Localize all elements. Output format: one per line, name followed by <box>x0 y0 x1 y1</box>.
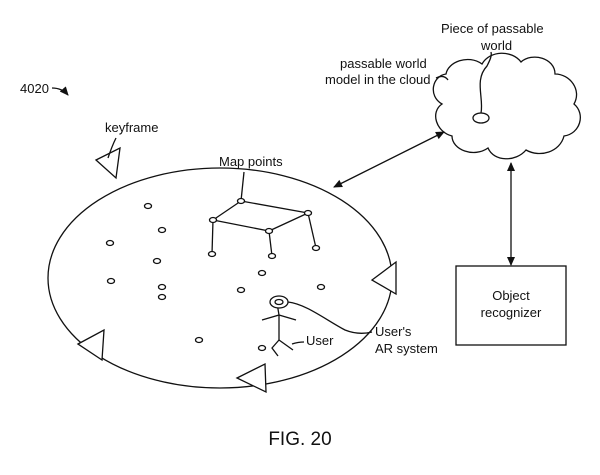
map-point <box>152 257 162 265</box>
object-recognizer-label-line2: recognizer <box>481 305 542 320</box>
user-label: User <box>306 333 334 348</box>
piece-of-passable-world-marker <box>472 112 490 124</box>
map-point <box>194 336 204 344</box>
ar-system-label-line1: User's <box>375 324 412 339</box>
map-point <box>257 269 267 277</box>
map-point <box>105 239 115 247</box>
piece-leader <box>479 51 492 114</box>
keyframe-leader <box>107 137 117 159</box>
ar-system-label-line2: AR system <box>375 341 438 356</box>
map-point <box>157 293 167 301</box>
map-points-label: Map points <box>219 154 283 169</box>
map-points-structure <box>207 171 321 260</box>
cloud-shape <box>432 52 581 160</box>
passable-world-leader <box>435 75 449 81</box>
figure-caption: FIG. 20 <box>268 429 331 450</box>
map-point <box>236 286 246 294</box>
user-leader <box>291 341 305 345</box>
piece-label-line2: world <box>480 38 512 53</box>
object-recognizer-box <box>455 265 567 346</box>
ar-system-leader <box>287 301 373 334</box>
map-to-cloud-arrow <box>333 131 445 188</box>
ref-number-arrow <box>51 86 69 96</box>
map-point <box>157 283 167 291</box>
object-recognizer-label-line1: Object <box>492 288 530 303</box>
user-figure <box>261 302 297 357</box>
piece-label-line1: Piece of passable <box>441 21 544 36</box>
keyframe-triangle-bottom <box>235 362 267 394</box>
map-points-scatter <box>105 202 326 352</box>
map-point <box>143 202 153 210</box>
map-point <box>157 226 167 234</box>
passable-world-label-line2: model in the cloud <box>325 72 431 87</box>
figure-ref-number: 4020 <box>20 81 49 96</box>
keyframe-triangle-top-left <box>94 146 121 180</box>
map-point <box>316 283 326 291</box>
keyframe-triangle-right <box>370 260 397 296</box>
keyframe-triangle-bottom-left <box>76 328 105 362</box>
map-point <box>257 344 267 352</box>
ar-system-device <box>269 295 289 309</box>
passable-world-label-line1: passable world <box>340 56 427 71</box>
keyframe-label: keyframe <box>105 120 158 135</box>
map-point <box>106 277 116 285</box>
